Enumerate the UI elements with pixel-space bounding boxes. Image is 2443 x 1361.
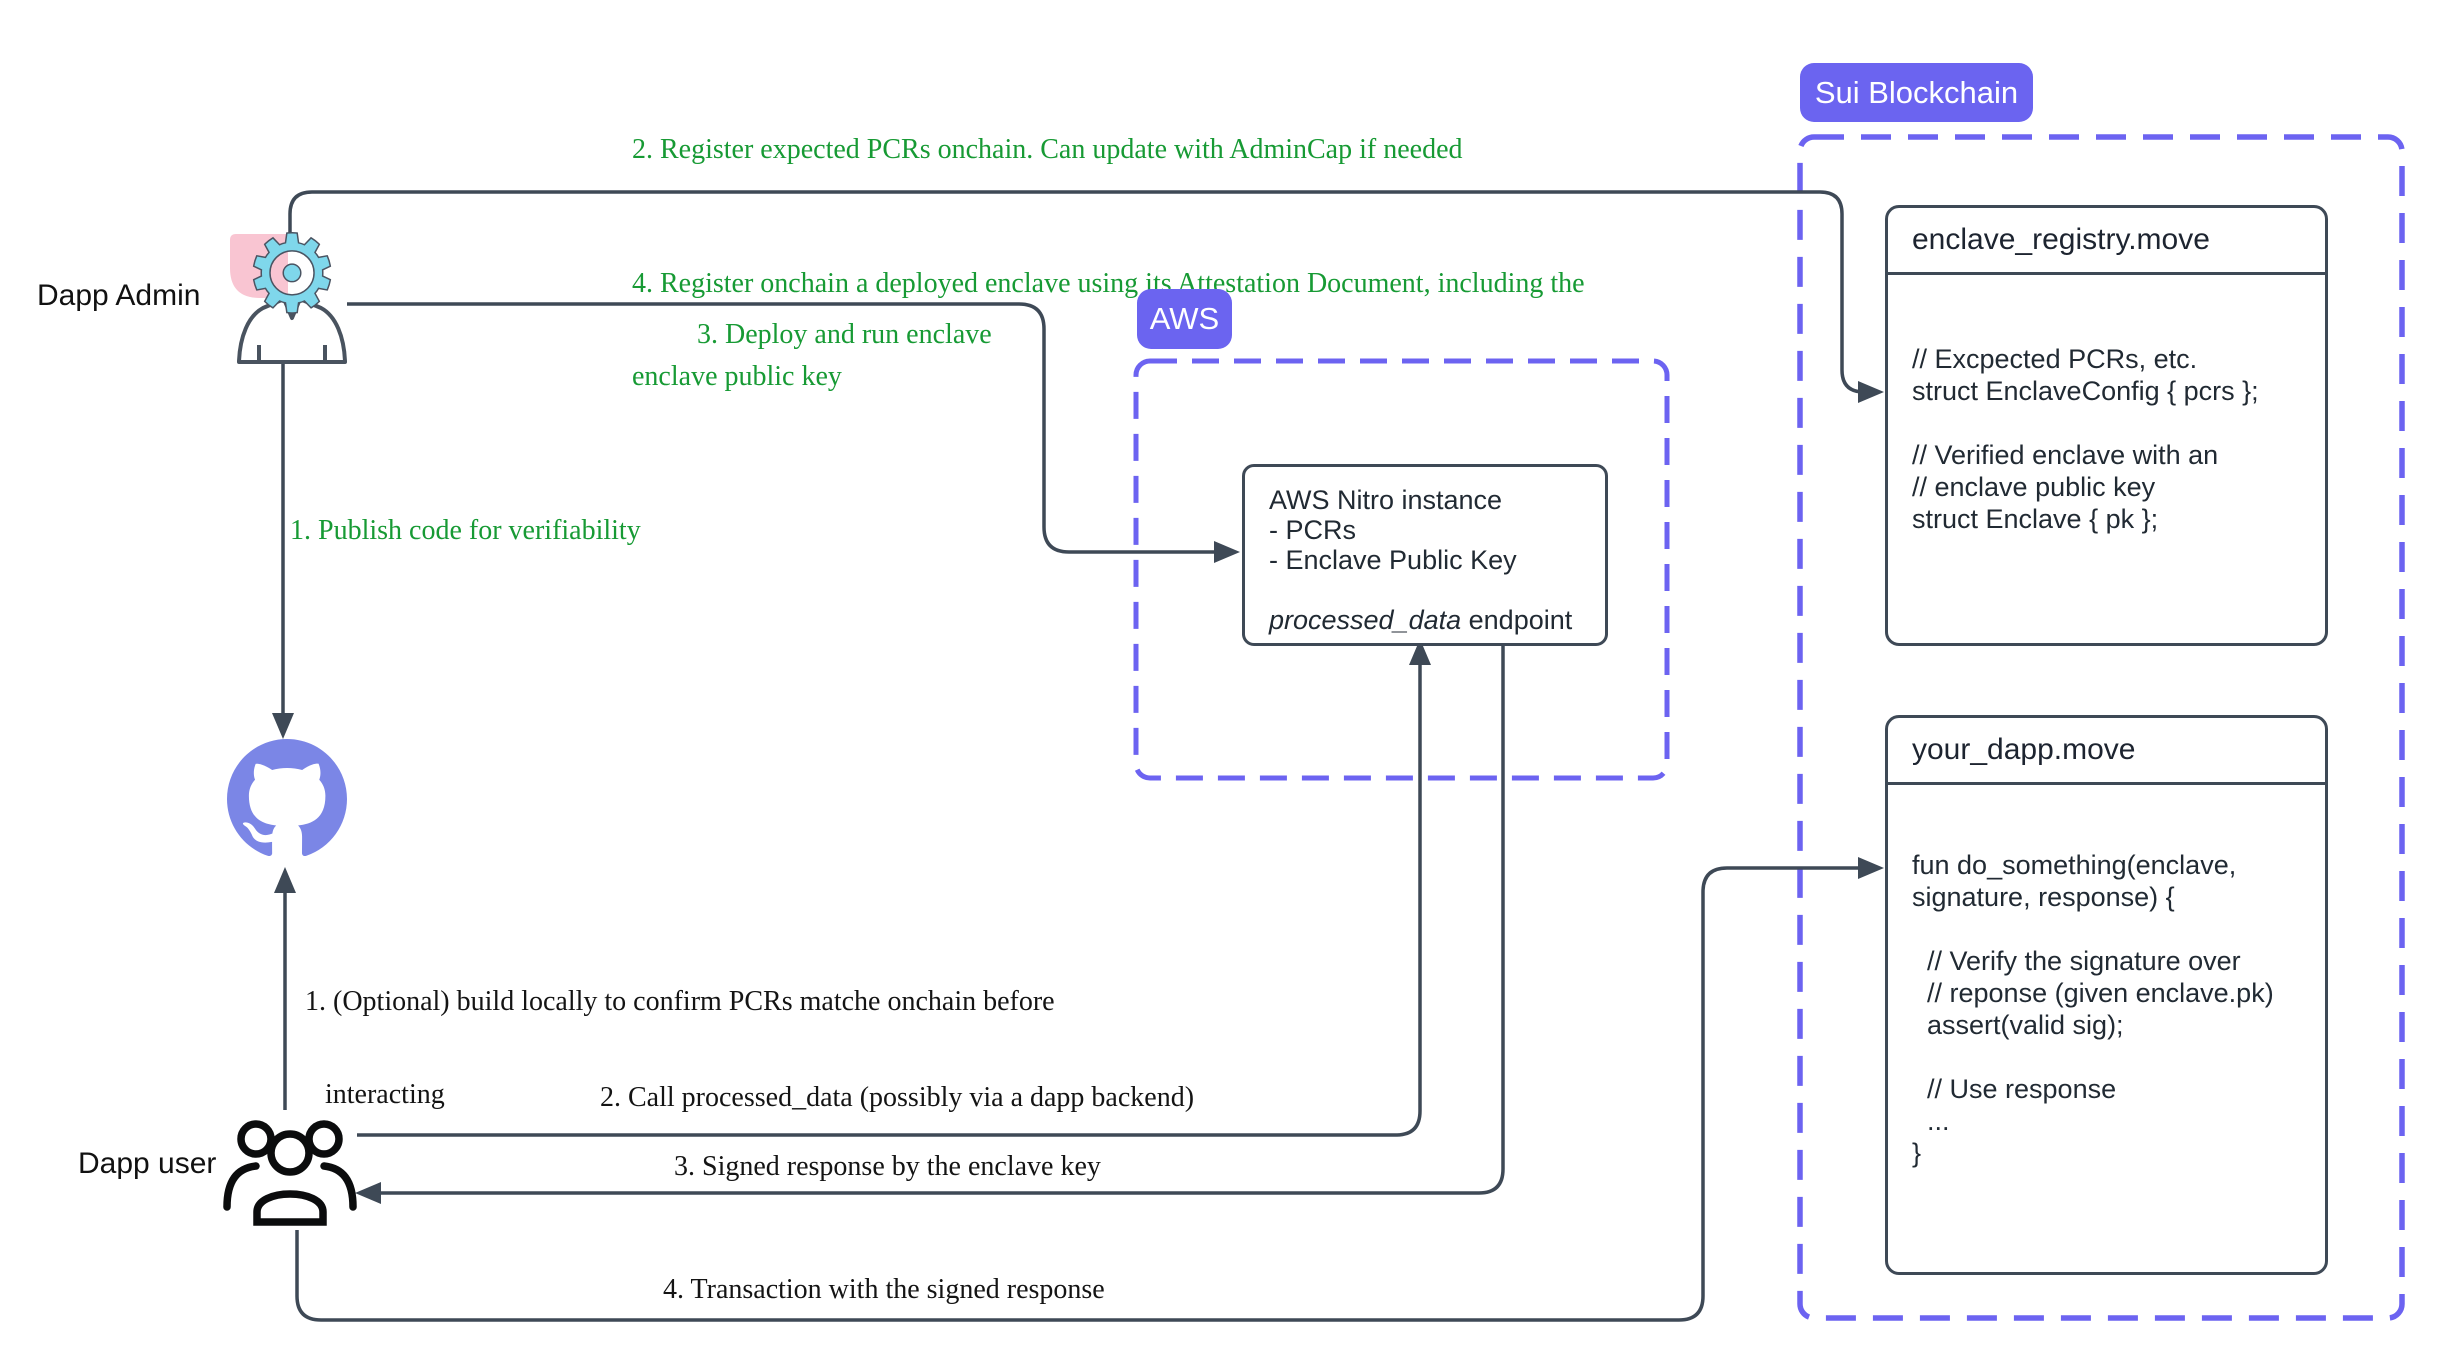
arrowhead-left-user	[355, 1182, 381, 1204]
annotation-build-line1: 1. (Optional) build locally to confirm P…	[305, 986, 1055, 1017]
dapp-code-line: signature, response) {	[1912, 882, 2175, 912]
arrowhead-into-dapp	[1858, 857, 1884, 879]
aws-badge: AWS	[1137, 289, 1232, 349]
aws-nitro-instance-box: AWS Nitro instance - PCRs - Enclave Publ…	[1242, 464, 1608, 646]
registry-code-line	[1912, 407, 2325, 439]
arrow-signed-response-line	[380, 641, 1505, 1195]
arrow-deploy-enclave-line	[347, 302, 1215, 554]
sui-blockchain-badge: Sui Blockchain	[1800, 63, 2033, 122]
dapp-code-line: // Verify the signature over	[1912, 946, 2241, 976]
dapp-code-line: }	[1912, 1138, 1922, 1168]
annotation-register-enclave-line2: enclave public key	[632, 361, 842, 392]
endpoint-suffix: endpoint	[1461, 605, 1573, 635]
annotation-publish-code: 1. Publish code for verifiability	[290, 515, 641, 546]
admin-person-icon	[237, 297, 347, 364]
dapp-code-line: assert(valid sig);	[1912, 1010, 2124, 1040]
arrowhead-up-nitro	[1409, 639, 1431, 665]
dapp-user-label: Dapp user	[78, 1147, 217, 1180]
arrow-transaction-line	[295, 866, 1859, 1322]
nitro-line: - PCRs	[1269, 515, 1356, 545]
dapp-code-line	[1912, 1041, 2325, 1073]
registry-code-line: // Verified enclave with an	[1912, 440, 2219, 470]
dapp-code-line: // reponse (given enclave.pk)	[1912, 978, 2274, 1008]
registry-code-line: struct Enclave { pk };	[1912, 504, 2159, 534]
nitro-blank-line	[1269, 575, 1605, 605]
enclave-registry-title: enclave_registry.move	[1888, 208, 2325, 275]
annotation-deploy-enclave: 3. Deploy and run enclave	[697, 319, 992, 350]
aws-region-dashed-box	[1133, 358, 1670, 781]
annotation-register-enclave-line1: 4. Register onchain a deployed enclave u…	[632, 268, 1585, 299]
github-icon	[227, 739, 347, 857]
connector-lines	[281, 190, 1866, 1322]
annotation-transaction: 4. Transaction with the signed response	[663, 1274, 1105, 1305]
dapp-code-line: ...	[1912, 1106, 1950, 1136]
processed-data-endpoint-line: processed_data endpoint	[1269, 605, 1605, 635]
enclave-registry-box: enclave_registry.move // Excpected PCRs,…	[1885, 205, 2328, 646]
arrowheads	[272, 381, 1884, 1204]
registry-code-line: // enclave public key	[1912, 472, 2156, 502]
dapp-code-line: // Use response	[1912, 1074, 2117, 1104]
arrowhead-down-github	[272, 713, 294, 739]
nitro-line: - Enclave Public Key	[1269, 545, 1517, 575]
endpoint-name: processed_data	[1269, 605, 1462, 635]
registry-code-line: struct EnclaveConfig { pcrs };	[1912, 376, 2259, 406]
annotation-call-processed-data: 2. Call processed_data (possibly via a d…	[600, 1082, 1195, 1113]
annotation-build-locally: 1. (Optional) build locally to confirm P…	[305, 924, 1055, 1172]
pink-note-shape	[230, 234, 288, 298]
registry-code-line: // Excpected PCRs, etc.	[1912, 344, 2198, 374]
arrow-call-processed-data-line	[357, 665, 1422, 1137]
your-dapp-title: your_dapp.move	[1888, 718, 2325, 785]
your-dapp-box: your_dapp.move fun do_something(enclave,…	[1885, 715, 2328, 1275]
arrowhead-up-github	[274, 867, 296, 893]
arrowhead-into-nitro	[1214, 541, 1240, 563]
gear-icon: ⚙	[244, 213, 339, 336]
annotation-signed-response: 3. Signed response by the enclave key	[674, 1151, 1101, 1182]
arrow-register-pcrs-line	[288, 190, 1866, 394]
annotation-register-pcrs: 2. Register expected PCRs onchain. Can u…	[632, 134, 1463, 165]
users-group-icon	[223, 1120, 357, 1226]
sui-blockchain-dashed-box	[1797, 134, 2405, 1321]
nitro-line: AWS Nitro instance	[1269, 485, 1503, 515]
dapp-code-line: fun do_something(enclave,	[1912, 850, 2237, 880]
annotation-build-line2: interacting	[325, 1079, 445, 1110]
dapp-code-line	[1912, 913, 2325, 945]
dapp-admin-label: Dapp Admin	[37, 279, 201, 312]
arrowhead-into-registry	[1858, 381, 1884, 403]
